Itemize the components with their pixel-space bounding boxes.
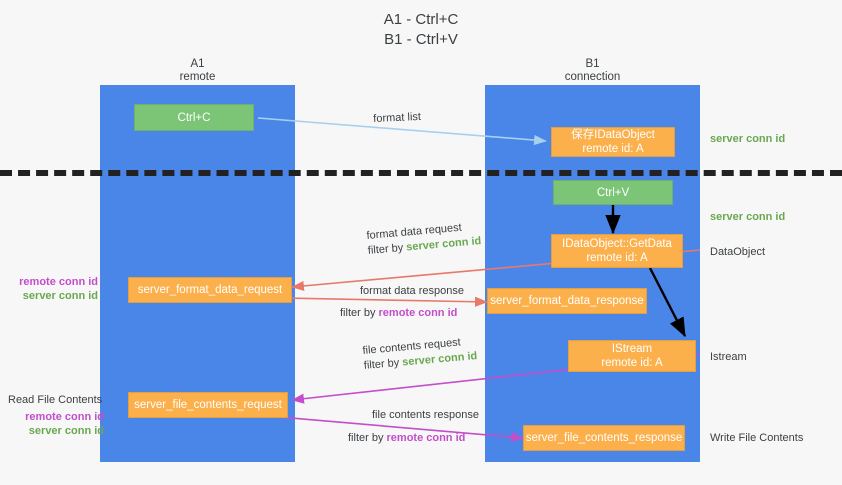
label-remote-conn-id-1: remote conn id <box>19 276 98 288</box>
label-remote-conn-id-2: remote conn id <box>25 411 104 423</box>
box-istream-line2: remote id: A <box>601 357 663 369</box>
box-idataobject-getdata-line2: remote id: A <box>586 252 648 264</box>
column-header-b1-sub: connection <box>564 71 621 83</box>
diagram-title: A1 - Ctrl+C B1 - Ctrl+V <box>0 10 842 50</box>
arrow-label-format-data-response-line2: filter by remote conn id <box>340 306 464 321</box>
label-dataobject: DataObject <box>710 246 766 258</box>
box-server-file-contents-response-label: server_file_contents_response <box>525 432 683 444</box>
column-header-a1-sub: remote <box>179 71 216 83</box>
arrow-label-format-list: format list <box>373 110 422 125</box>
remote-conn-id-emphasis-2: remote conn id <box>386 432 466 444</box>
title-line-2: B1 - Ctrl+V <box>384 31 458 48</box>
column-header-a1-name: A1 <box>190 58 205 70</box>
box-server-format-data-request[interactable]: server_format_data_request <box>128 277 292 303</box>
phase-divider <box>0 170 842 176</box>
column-header-a1: A1 remote <box>100 58 295 84</box>
title-line-1: A1 - Ctrl+C <box>383 11 459 28</box>
box-server-file-contents-response[interactable]: server_file_contents_response <box>523 425 685 451</box>
column-header-b1: B1 connection <box>485 58 700 84</box>
remote-conn-id-emphasis: remote conn id <box>378 307 458 319</box>
box-istream[interactable]: IStream remote id: A <box>568 340 696 372</box>
box-save-idataobject[interactable]: 保存IDataObject remote id: A <box>551 127 675 157</box>
arrow-label-file-contents-request: file contents request filter by server c… <box>362 334 478 374</box>
label-group-conn-ids-2: remote conn id server conn id <box>8 410 104 438</box>
box-idataobject-getdata[interactable]: IDataObject::GetData remote id: A <box>551 234 683 268</box>
filter-by-text-2: filter by <box>340 307 379 319</box>
box-server-format-data-request-label: server_format_data_request <box>137 284 283 296</box>
filter-by-text: filter by <box>367 241 407 257</box>
box-idataobject-getdata-line1: IDataObject::GetData <box>562 238 672 250</box>
arrow-label-format-data-request: format data request filter by server con… <box>366 219 482 259</box>
arrow-label-file-contents-response-line1: file contents response <box>372 409 480 421</box>
label-istream: Istream <box>710 351 747 363</box>
label-write-file-contents: Write File Contents <box>710 432 804 444</box>
arrow-label-format-data-response-line1: format data response <box>360 285 464 297</box>
box-ctrl-v[interactable]: Ctrl+V <box>553 180 673 205</box>
box-server-file-contents-request-label: server_file_contents_request <box>134 399 282 411</box>
box-istream-line1: IStream <box>611 343 653 355</box>
column-header-b1-name: B1 <box>585 58 600 70</box>
box-save-idataobject-line1: 保存IDataObject <box>571 129 655 141</box>
label-server-conn-id-1: server conn id <box>22 290 98 302</box>
label-server-conn-id-top: server conn id <box>710 133 786 145</box>
box-server-format-data-response[interactable]: server_format_data_response <box>487 288 647 314</box>
label-server-conn-id-mid: server conn id <box>710 211 786 223</box>
box-server-format-data-response-label: server_format_data_response <box>490 295 644 307</box>
filter-by-text-4: filter by <box>348 432 387 444</box>
label-group-conn-ids-1: remote conn id server conn id <box>8 275 98 303</box>
box-ctrl-v-label: Ctrl+V <box>596 186 630 199</box>
box-ctrl-c[interactable]: Ctrl+C <box>134 104 254 131</box>
label-server-conn-id-2: server conn id <box>28 425 104 437</box>
label-read-file-contents: Read File Contents <box>8 394 103 406</box>
arrow-label-file-contents-response-line2: filter by remote conn id <box>348 431 479 446</box>
box-ctrl-c-label: Ctrl+C <box>177 111 211 124</box>
box-server-file-contents-request[interactable]: server_file_contents_request <box>128 392 288 418</box>
box-save-idataobject-line2: remote id: A <box>582 143 644 155</box>
arrow-label-file-contents-response: file contents response filter by remote … <box>348 408 480 446</box>
arrow-label-format-data-response: format data response filter by remote co… <box>340 284 464 321</box>
filter-by-text-3: filter by <box>363 356 403 372</box>
